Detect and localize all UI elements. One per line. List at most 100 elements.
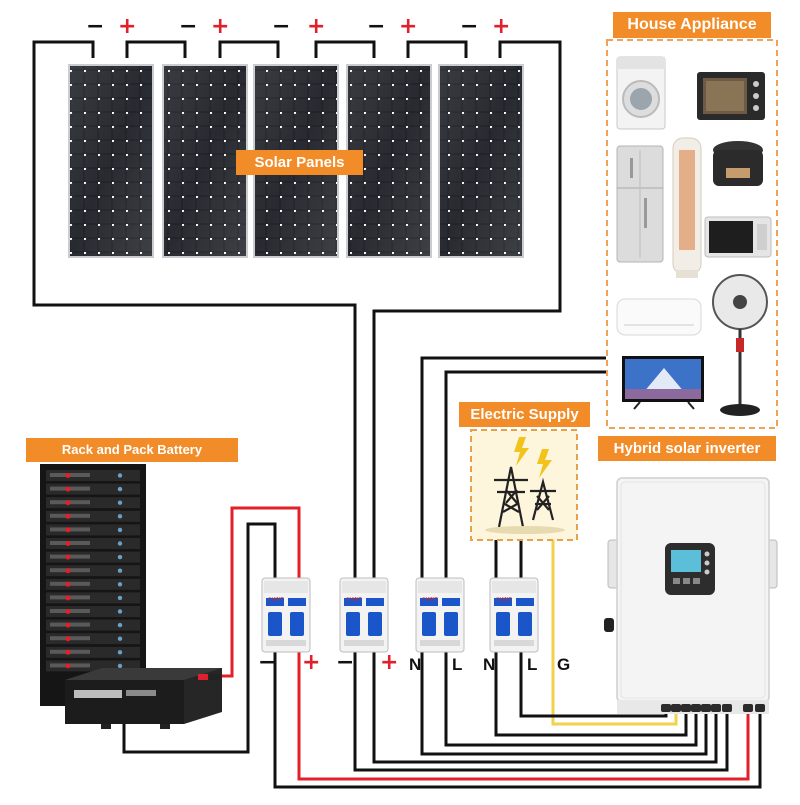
- standing-fan-icon: [712, 274, 768, 416]
- battery-pos-to-inverter: [297, 652, 750, 781]
- electric-supply-box: [470, 429, 578, 541]
- panel-2-minus: −: [179, 14, 198, 39]
- air-conditioner-icon: [616, 298, 702, 336]
- inverter-port: [743, 704, 753, 712]
- washing-machine-icon: [616, 56, 666, 130]
- inverter-port: [722, 704, 732, 712]
- panel-1-plus: +: [118, 14, 137, 39]
- inverter-ports: [661, 704, 765, 712]
- fridge-icon: [616, 145, 664, 263]
- battery-module: [46, 497, 140, 509]
- battery-pack-icon: [65, 668, 222, 729]
- load-breaker-l: L: [452, 655, 463, 674]
- breaker-group: CHINT CHINT CHINT CHINT: [261, 577, 539, 653]
- panel-series-link: [314, 40, 376, 58]
- battery-modules: [46, 470, 140, 672]
- pv-positive-wire: [372, 40, 562, 580]
- transmission-tower-icon: [494, 466, 556, 528]
- battery-rack-icon: [40, 464, 146, 706]
- breaker-brand: CHINT: [268, 597, 284, 603]
- solar-panel-icon: [438, 64, 524, 258]
- grid-wires: [494, 540, 523, 580]
- microwave-icon: [704, 216, 772, 258]
- breaker-brand: CHINT: [346, 597, 362, 603]
- battery-neg-to-inverter: [273, 652, 762, 789]
- battery-breaker-minus: −: [258, 650, 277, 675]
- rice-cooker-icon: [713, 141, 763, 186]
- house-appliance-label: House Appliance: [613, 12, 771, 38]
- solar-wires: [32, 40, 562, 580]
- inverter-wires: [273, 652, 762, 789]
- inverter-port: [681, 704, 691, 712]
- solar-panel-icon: [68, 64, 154, 258]
- battery-positive-wire: [214, 506, 301, 678]
- load-breaker-n: N: [409, 655, 422, 674]
- battery-module: [46, 483, 140, 495]
- grid-breaker-g: G: [557, 655, 571, 674]
- panel-3-minus: −: [272, 14, 291, 39]
- battery-label: Rack and Pack Battery: [26, 438, 238, 462]
- solar-panel-icon: [346, 64, 432, 258]
- panel-3-plus: +: [307, 14, 326, 39]
- panel-5-minus: −: [460, 14, 479, 39]
- panel-5-plus: +: [492, 14, 511, 39]
- pv-neg-to-inverter: [372, 652, 718, 764]
- breaker-brand: CHINT: [496, 597, 512, 603]
- lightning-icon: [514, 437, 552, 478]
- tower-fan-icon: [672, 137, 702, 278]
- circuit-breaker-icon: CHINT: [489, 577, 539, 653]
- inverter-icon: [604, 477, 778, 714]
- panel-2-plus: +: [211, 14, 230, 39]
- grid-breaker-l: L: [527, 655, 538, 674]
- battery-module: [46, 470, 140, 481]
- circuit-breaker-icon: CHINT: [261, 577, 311, 653]
- ac-load-wires: [420, 356, 606, 580]
- panel-series-link: [218, 40, 280, 58]
- hybrid-inverter-label: Hybrid solar inverter: [598, 436, 776, 461]
- battery-module: [46, 633, 140, 645]
- battery-module: [46, 551, 140, 563]
- pv-negative-wire: [32, 40, 357, 580]
- inverter-port: [661, 704, 671, 712]
- solar-panel-array: [68, 64, 524, 258]
- panel-1-minus: −: [86, 14, 105, 39]
- battery-module: [46, 524, 140, 536]
- panel-series-link: [406, 40, 468, 58]
- appliance-live-wire: [444, 370, 606, 580]
- oven-icon: [697, 72, 765, 120]
- inverter-port: [671, 704, 681, 712]
- grid-n-to-inverter: [494, 652, 688, 737]
- grid-breaker-n: N: [483, 655, 496, 674]
- pv-pos-to-inverter: [353, 652, 729, 772]
- battery-module: [46, 660, 140, 672]
- ground-shadow: [485, 526, 565, 534]
- panel-4-plus: +: [399, 14, 418, 39]
- battery-module: [46, 619, 140, 631]
- battery-module: [46, 606, 140, 617]
- battery-negative-wire: [122, 522, 277, 754]
- circuit-breaker-icon: CHINT: [415, 577, 465, 653]
- appliance-neutral-wire: [420, 356, 606, 580]
- battery-breaker-plus: +: [302, 650, 321, 675]
- solar-breaker-minus: −: [336, 650, 355, 675]
- inverter-port: [711, 704, 721, 712]
- electric-supply-label: Electric Supply: [459, 402, 590, 427]
- battery-module: [46, 578, 140, 590]
- battery-module: [46, 592, 140, 604]
- panel-series-link: [125, 40, 187, 58]
- battery-module: [46, 510, 140, 522]
- load-l-to-inverter: [444, 652, 698, 747]
- circuit-breaker-icon: CHINT: [339, 577, 389, 653]
- battery-module: [46, 538, 140, 549]
- solar-panel-icon: [162, 64, 248, 258]
- inverter-port: [755, 704, 765, 712]
- solar-panels-label: Solar Panels: [236, 150, 363, 175]
- tv-icon: [622, 356, 704, 410]
- load-n-to-inverter: [420, 652, 708, 756]
- battery-module: [46, 646, 140, 658]
- panel-4-minus: −: [367, 14, 386, 39]
- ground-wire: [551, 540, 678, 726]
- solar-breaker-plus: +: [380, 650, 399, 675]
